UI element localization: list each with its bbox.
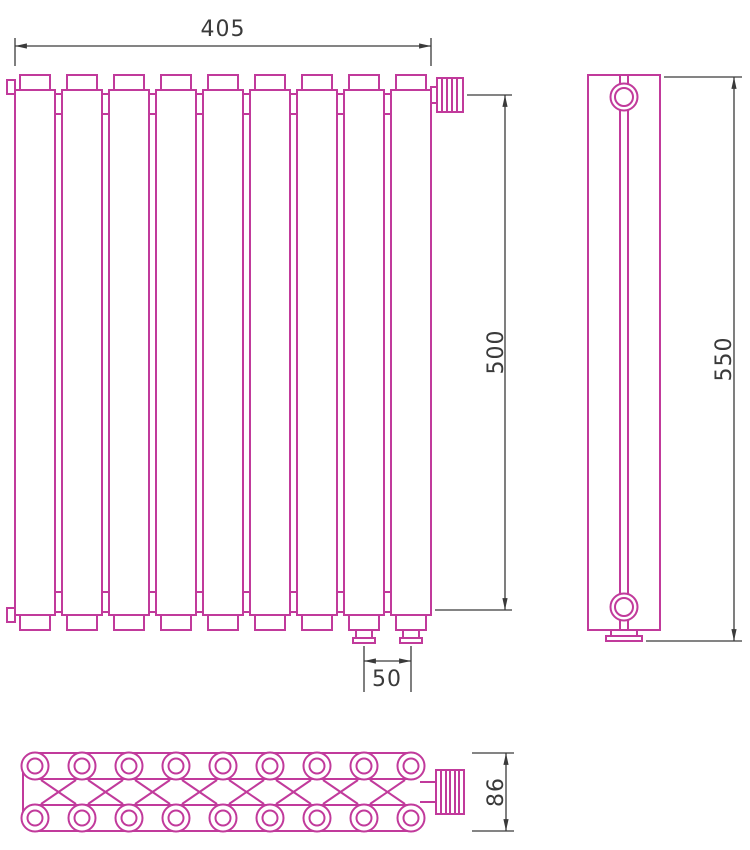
cross-connector [181,779,218,805]
radiator-column [296,74,338,631]
collector-nipple [195,93,204,613]
bracket-tab [6,607,16,623]
radiator-column [14,74,56,631]
collector-nipple [148,93,157,613]
radiator-column [155,74,197,631]
tube-section-pair [349,751,379,833]
cross-connector [369,779,406,805]
collector-nipple [242,93,251,613]
cross-connector [40,779,77,805]
dimensions [14,38,742,832]
label-front-width: 405 [201,17,246,42]
wall-bracket-tabs [6,79,16,623]
label-front-height: 500 [484,330,509,375]
foot-flange [605,635,643,642]
connection-stub-flange [399,637,423,644]
collector-nipple [54,93,63,613]
dimension-labels: 405 500 50 550 86 [201,17,738,807]
collector-end-circles [609,82,639,622]
front-view [6,74,464,644]
radiator-column [343,74,385,631]
cross-connector [322,779,359,805]
tube-section-pair [255,751,285,833]
cross-connector [275,779,312,805]
label-depth: 86 [484,777,509,807]
bottom-connection-stubs [352,629,423,644]
bracket-tab [6,79,16,95]
collector-circle-inner [614,597,634,617]
tube-section-pair [20,751,50,833]
tube-section-pair [302,751,332,833]
collector-nipple [336,93,345,613]
connector-body [436,77,464,113]
cross-connector [134,779,171,805]
dim-depth-86 [472,752,514,832]
connection-stub [402,629,420,639]
radiator-column [61,74,103,631]
side-body [587,74,661,631]
connection-stub [355,629,373,639]
cross-connector [228,779,265,805]
dim-spacing-50 [363,646,412,692]
label-connection-spacing: 50 [372,667,402,692]
dim-height-500 [435,94,512,611]
tube-section-pair [396,751,426,833]
tube-section-pair [114,751,144,833]
cross-connector [87,779,124,805]
dim-overall-height-550 [646,76,742,642]
side-view [587,74,661,642]
collector-nipple [383,93,392,613]
radiator-column [108,74,150,631]
top-view [20,751,465,833]
radiator-column [249,74,291,631]
radiator-column [202,74,244,631]
collector-circle-inner [614,87,634,107]
collector-nipple [289,93,298,613]
top-right-union-connector [430,77,464,113]
side-foot [605,629,643,642]
label-side-height: 550 [712,337,737,382]
tube-section-pair [161,751,191,833]
collector-nipple [101,93,110,613]
tube-cross-sections [20,751,426,833]
dim-width-405 [14,38,432,66]
tube-section-pair [67,751,97,833]
union-connector-top-view [435,769,465,815]
radiator-column [390,74,432,631]
connection-stub-flange [352,637,376,644]
tube-section-pair [208,751,238,833]
